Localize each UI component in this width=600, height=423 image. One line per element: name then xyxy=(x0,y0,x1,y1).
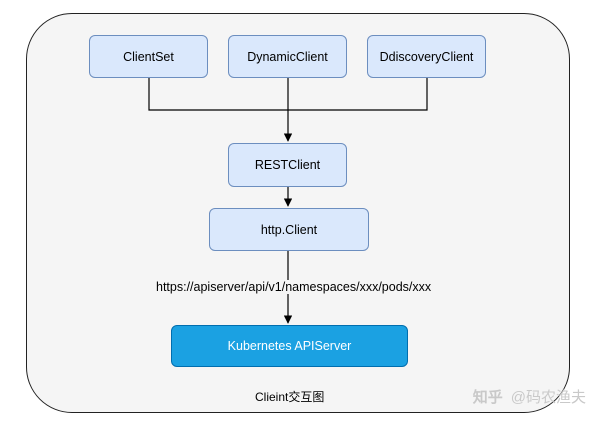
diagram-caption: Clieint交互图 xyxy=(255,390,325,404)
watermark-handle: @码农渔夫 xyxy=(510,389,586,406)
restclient-node: RESTClient xyxy=(228,143,347,187)
watermark: 知乎 @码农渔夫 xyxy=(473,386,586,407)
httpclient-node: http.Client xyxy=(209,208,369,251)
apiserver-node: Kubernetes APIServer xyxy=(171,325,408,367)
clientset-node: ClientSet xyxy=(89,35,208,78)
zhihu-logo: 知乎 xyxy=(472,389,503,406)
discoveryclient-label: DdiscoveryClient xyxy=(379,49,474,64)
connector-discoveryclient xyxy=(288,78,428,111)
request-url-label: https://apiserver/api/v1/namespaces/xxx/… xyxy=(154,280,434,294)
restclient-label: RESTClient xyxy=(254,158,321,172)
connector-clientset xyxy=(148,78,288,111)
apiserver-label: Kubernetes APIServer xyxy=(227,339,352,353)
httpclient-label: http.Client xyxy=(260,222,318,237)
dynamicclient-node: DynamicClient xyxy=(228,35,347,78)
dynamicclient-label: DynamicClient xyxy=(247,49,328,64)
clientset-label: ClientSet xyxy=(123,49,174,64)
discoveryclient-node: DdiscoveryClient xyxy=(367,35,486,78)
